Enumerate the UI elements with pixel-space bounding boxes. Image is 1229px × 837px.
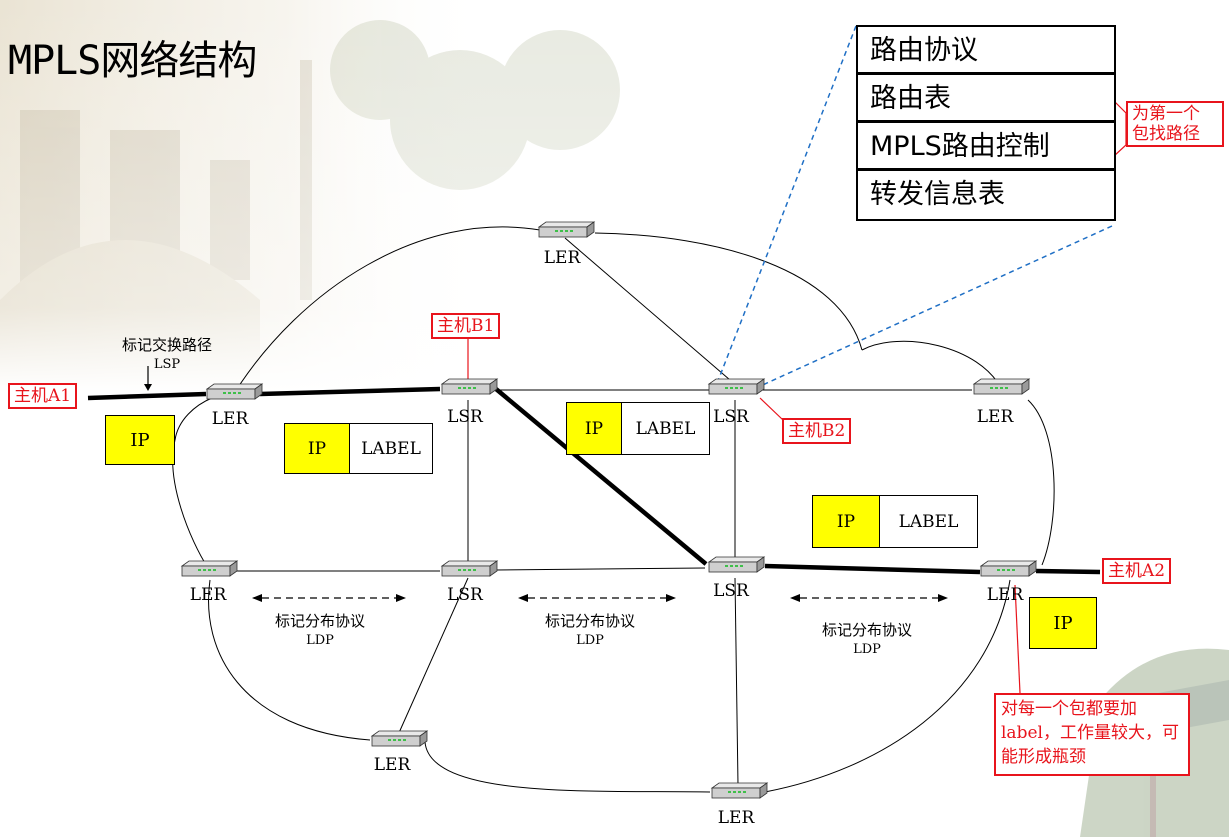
routers — [180, 221, 1038, 799]
links — [235, 237, 972, 786]
router-lsr-mid-right — [707, 556, 766, 573]
node-label-ler-mid-left: LER — [189, 585, 227, 605]
host-a1-label: 主机A1 — [8, 383, 78, 409]
node-label-lsr-mid-right: LSR — [713, 581, 749, 601]
router-ler-bottom — [710, 782, 769, 799]
network-cloud — [172, 226, 1055, 793]
node-label-lsr-b2: LSR — [713, 407, 749, 427]
router-lsr-mid — [440, 560, 499, 577]
labeled-packet-3: IP LABEL — [812, 495, 978, 548]
node-label-ler-right: LER — [976, 407, 1014, 427]
labeled-packet-1: IP LABEL — [284, 423, 433, 474]
bottleneck-note: 对每一个包都要加label，工作量较大，可能形成瓶颈 — [994, 693, 1190, 776]
lsp-path — [87, 386, 1101, 575]
stack-note: 为第一个 包找路径 — [1126, 101, 1224, 147]
router-lsr-b1 — [440, 378, 499, 395]
packet-label: LABEL — [879, 496, 977, 547]
node-label-ler-top: LER — [543, 248, 581, 268]
stack-row-mpls-control: MPLS路由控制 — [858, 123, 1114, 171]
lsp-arrow — [144, 366, 152, 391]
packet-ip: IP — [567, 403, 621, 454]
router-ler-right — [972, 378, 1031, 395]
ldp-label-2: 标记分布协议 LDP — [545, 612, 635, 650]
ldp-label-3: 标记分布协议 LDP — [822, 621, 912, 659]
host-b1-label: 主机B1 — [431, 313, 501, 339]
ldp-label-sub: LDP — [853, 642, 881, 657]
node-label-lsr-mid: LSR — [447, 585, 483, 605]
node-label-ler-bottom: LER — [717, 808, 755, 828]
router-ler-left — [205, 383, 264, 400]
router-ler-mid-right — [979, 560, 1038, 577]
router-ler-top — [537, 221, 596, 238]
lsp-label: 标记交换路径 LSP — [122, 336, 212, 374]
ldp-label-text: 标记分布协议 — [821, 621, 913, 639]
packet-label: LABEL — [621, 403, 709, 454]
ldp-label-1: 标记分布协议 LDP — [275, 612, 365, 650]
node-label-ler-bottom-left: LER — [373, 755, 411, 775]
stack-row-fib: 转发信息表 — [870, 179, 1005, 210]
host-b2-label: 主机B2 — [782, 418, 852, 444]
ip-packet-ingress: IP — [105, 415, 175, 465]
node-label-lsr-b1: LSR — [447, 407, 483, 427]
stack-row-routing-table: 路由表 — [858, 75, 1114, 123]
lsp-label-text: 标记交换路径 — [121, 336, 213, 354]
ldp-arrowheads — [252, 594, 948, 602]
labeled-packet-2: IP LABEL — [566, 402, 710, 455]
ldp-label-text: 标记分布协议 — [274, 612, 366, 630]
router-stack: 路由协议 路由表 MPLS路由控制 转发信息表 — [856, 25, 1116, 221]
node-label-ler-mid-right: LER — [986, 585, 1024, 605]
host-a2-label: 主机A2 — [1102, 558, 1172, 584]
ldp-label-text: 标记分布协议 — [544, 612, 636, 630]
stack-row-routing-protocol: 路由协议 — [858, 27, 1114, 75]
packet-ip: IP — [285, 424, 349, 473]
router-ler-mid-left — [180, 560, 239, 577]
lsp-label-sub: LSP — [153, 357, 181, 372]
router-ler-bottom-left — [370, 730, 429, 747]
node-label-ler-left: LER — [211, 409, 249, 429]
ldp-label-sub: LDP — [576, 633, 604, 648]
packet-ip: IP — [813, 496, 879, 547]
ip-packet-egress: IP — [1029, 597, 1097, 649]
page-title: MPLS网络结构 — [8, 38, 257, 84]
router-lsr-b2 — [707, 378, 766, 395]
ldp-label-sub: LDP — [306, 633, 334, 648]
zoom-link — [715, 25, 1113, 389]
packet-label: LABEL — [349, 424, 432, 473]
